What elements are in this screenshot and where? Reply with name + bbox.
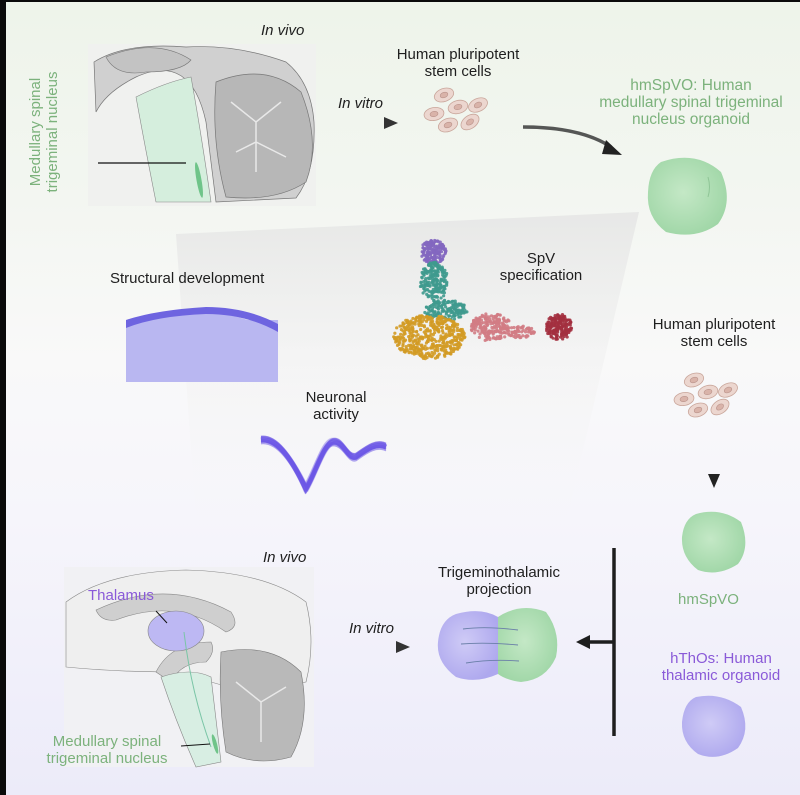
stem-cell	[718, 382, 738, 398]
spv-line2: specification	[499, 267, 583, 284]
assembloid-illustration	[437, 608, 558, 682]
hmspvo-organoid-bottom	[681, 511, 746, 573]
thalamus-label: Thalamus	[88, 587, 154, 604]
stem-cell	[447, 99, 469, 115]
assembly-bracket	[576, 548, 661, 736]
top-stem-cells	[423, 87, 488, 133]
top-brain-label-line2: trigeminal nucleus	[44, 71, 61, 193]
hthos-label: hThOs: Human thalamic organoid	[646, 650, 796, 684]
hmspvo-label: hmSpVO	[678, 591, 739, 608]
hthos-line2: thalamic organoid	[661, 667, 781, 684]
stem-cell	[437, 117, 459, 133]
hmspvo-organoid-top	[647, 157, 727, 235]
top-hpsc-label: Human pluripotent stem cells	[378, 46, 538, 80]
umap-cluster-teal-lower	[423, 298, 469, 322]
top-hpsc-line2: stem cells	[424, 63, 492, 80]
top-in-vitro-label: In vitro	[338, 95, 384, 112]
bottom-brain-label-line2: trigeminal nucleus	[46, 750, 168, 767]
bottom-brain-illustration	[64, 567, 314, 768]
projection-line2: projection	[466, 581, 532, 598]
stem-cell	[433, 87, 455, 103]
spv-line1: SpV	[526, 250, 556, 267]
stem-cell	[460, 113, 480, 131]
projection-label: Trigeminothalamic projection	[424, 564, 574, 598]
hmspvo-title: hmSpVO: Human medullary spinal trigemina…	[581, 77, 800, 128]
bottom-in-vitro-arrow	[346, 641, 410, 653]
stem-cell	[423, 106, 445, 122]
stem-cell	[468, 97, 488, 113]
structural-development-label: Structural development	[110, 270, 265, 287]
neuronal-line1: Neuronal	[305, 389, 367, 406]
bottom-brain-label: Medullary spinal trigeminal nucleus	[32, 733, 182, 767]
umap-cluster-pink	[469, 312, 511, 342]
bottom-brain-label-line1: Medullary spinal	[52, 733, 162, 750]
bottom-in-vivo-label: In vivo	[263, 549, 307, 566]
middle-stem-cells	[673, 372, 738, 418]
stem-cell	[673, 391, 695, 407]
hthos-organoid	[681, 695, 746, 757]
hmspvo-title-line2: medullary spinal trigeminal	[599, 94, 783, 111]
activity-trace-mean	[260, 437, 388, 495]
projection-line1: Trigeminothalamic	[438, 564, 560, 581]
spv-umap-plot	[392, 238, 574, 361]
umap-cluster-pink-tail	[507, 324, 536, 340]
bottom-in-vitro-label: In vitro	[349, 620, 395, 637]
top-brain-illustration	[88, 44, 316, 206]
middle-hpsc-label: Human pluripotent stem cells	[634, 316, 794, 350]
hmspvo-title-line3: nucleus organoid	[631, 111, 751, 128]
neuronal-activity-label: Neuronal activity	[291, 389, 381, 423]
graphics-layer	[64, 44, 746, 768]
stem-cell	[697, 384, 719, 400]
down-arrow	[708, 427, 720, 488]
curved-arrow	[522, 125, 622, 155]
structural-development-illustration	[126, 307, 278, 382]
hmspvo-title-line1: hmSpVO: Human	[630, 77, 752, 94]
top-in-vitro-arrow	[334, 117, 398, 129]
middle-hpsc-line2: stem cells	[680, 333, 748, 350]
umap-cluster-maroon	[545, 313, 574, 341]
stem-cell	[687, 402, 709, 418]
middle-hpsc-line1: Human pluripotent	[652, 316, 776, 333]
stem-cell	[683, 372, 705, 388]
spv-specification-label: SpV specification	[476, 250, 606, 284]
neuronal-line2: activity	[313, 406, 359, 423]
top-brain-label: Medullary spinal trigeminal nucleus	[27, 32, 61, 232]
top-in-vivo-label: In vivo	[261, 22, 305, 39]
umap-cluster-teal	[418, 260, 449, 303]
umap-cluster-gold	[392, 314, 467, 361]
hthos-line1: hThOs: Human	[670, 650, 772, 667]
background-panel	[176, 212, 639, 522]
top-hpsc-line1: Human pluripotent	[396, 46, 520, 63]
top-brain-label-line1: Medullary spinal	[27, 77, 44, 187]
stem-cell	[710, 398, 730, 416]
neuronal-activity-traces	[260, 435, 388, 495]
